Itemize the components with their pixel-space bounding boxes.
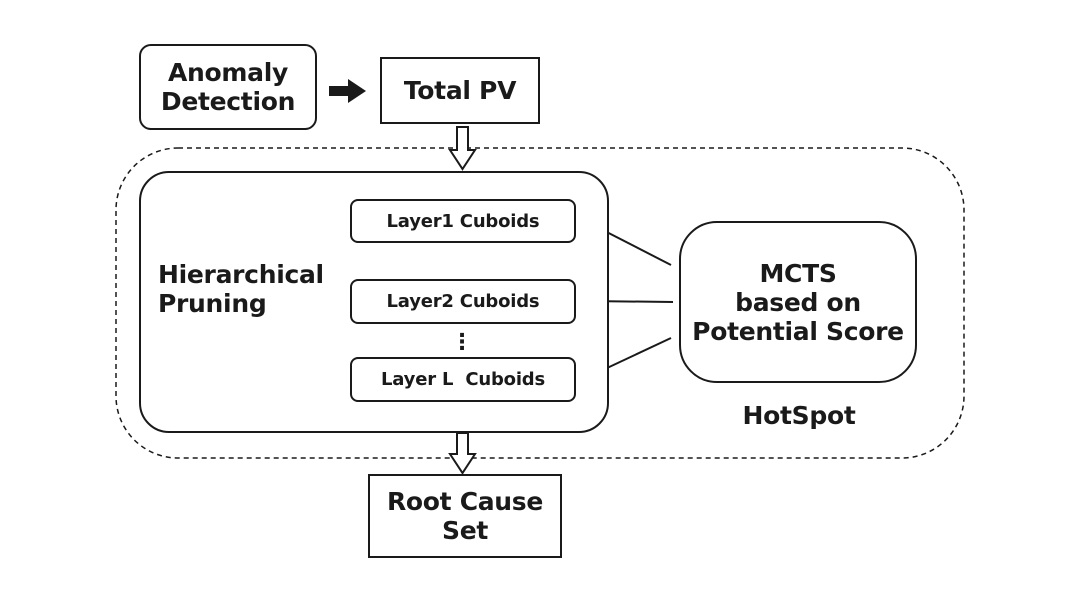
root-cause-set-label: Root Cause Set <box>386 487 544 545</box>
layer1-cuboids-box: Layer1 Cuboids <box>350 199 576 243</box>
mcts-label: MCTS based on Potential Score <box>692 258 904 346</box>
arrow-anomaly-to-totalpv <box>329 79 366 103</box>
layer-ellipsis: ⋮ <box>447 326 477 358</box>
layer1-cuboids-label: Layer1 Cuboids <box>386 210 540 232</box>
layer-ellipsis-glyph: ⋮ <box>451 329 473 355</box>
hierarchical-pruning-label: Hierarchical Pruning <box>158 260 324 318</box>
hierarchical-pruning-label-wrap: Hierarchical Pruning <box>158 254 334 324</box>
layer2-cuboids-box: Layer2 Cuboids <box>350 279 576 324</box>
total-pv-box: Total PV <box>380 57 540 124</box>
arrow-pruning-to-rootcause <box>448 432 477 475</box>
hotspot-caption: HotSpot <box>742 400 856 430</box>
hotspot-region-boundary <box>115 147 965 459</box>
hotspot-caption-wrap: HotSpot <box>714 397 884 433</box>
anomaly-detection-box: Anomaly Detection <box>139 44 317 130</box>
layer2-cuboids-label: Layer2 Cuboids <box>386 291 540 312</box>
arrow-totalpv-to-pruning <box>448 126 477 171</box>
anomaly-detection-label: Anomaly Detection <box>160 58 296 116</box>
mcts-box: MCTS based on Potential Score <box>679 221 917 383</box>
total-pv-label: Total PV <box>403 76 517 105</box>
layer-l-cuboids-label: Layer L Cuboids <box>381 369 545 390</box>
layer-l-cuboids-box: Layer L Cuboids <box>350 357 576 402</box>
root-cause-set-box: Root Cause Set <box>368 474 562 558</box>
